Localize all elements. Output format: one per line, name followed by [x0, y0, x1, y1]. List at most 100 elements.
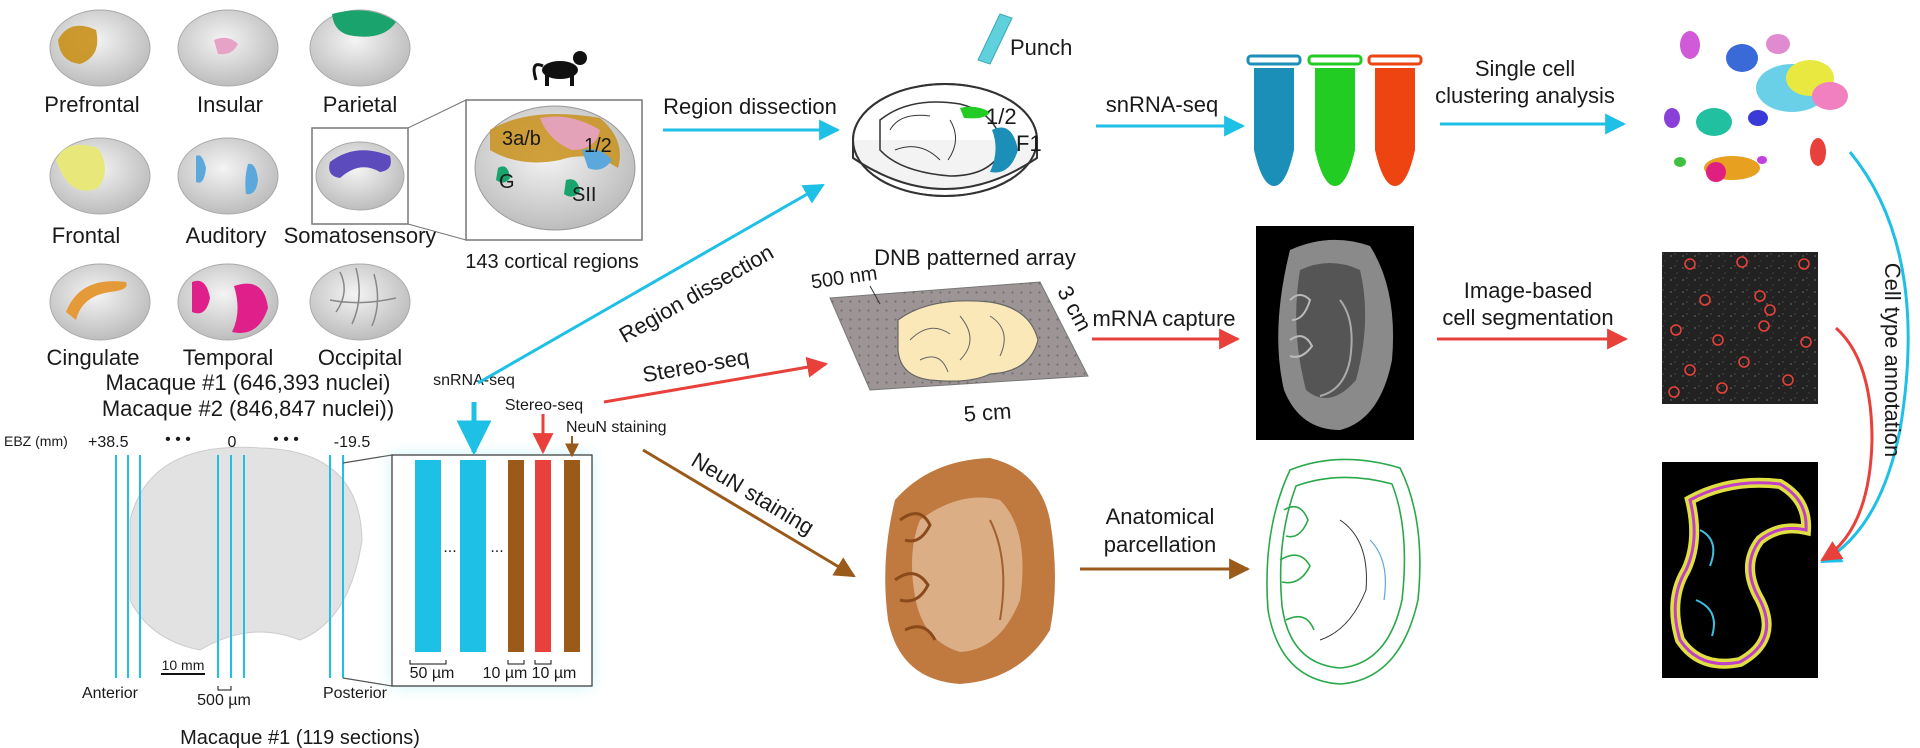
region-highlight: [232, 283, 268, 333]
arrow-cell-type-red: [1820, 326, 1874, 562]
label-single-cell-1: Single cell: [1475, 56, 1575, 81]
section-stack: ... ... 50 µm 10 µm 10 µm snRNA-seq Ster…: [391, 372, 667, 687]
label-anatomical-1: Anatomical: [1106, 504, 1215, 529]
region-highlight: [214, 37, 238, 55]
brain-icon-auditory: [177, 137, 279, 215]
brain-icon-occipital: [309, 263, 411, 341]
brain-label-temporal: Temporal: [183, 345, 273, 370]
region-patch-sii: [564, 179, 580, 197]
array-title: DNB patterned array: [874, 245, 1076, 270]
array-tissue: [897, 300, 1039, 382]
slab-snrna-1: [415, 460, 441, 652]
dish-label-f1: F1: [1016, 131, 1042, 156]
region-label-sii: SII: [572, 184, 596, 206]
region-patch-blue: [582, 149, 612, 170]
label-neun-staining: NeuN staining: [687, 447, 818, 540]
selection-frame: [311, 127, 409, 225]
umap-clusters: [1664, 31, 1848, 182]
stack-ellipsis-1: ...: [443, 539, 456, 556]
punch-label: Punch: [1010, 35, 1072, 60]
label-cell-type: Cell type annotation: [1880, 263, 1905, 457]
brain-label-somatosensory: Somatosensory: [284, 223, 437, 248]
stack-label-neun: NeuN staining: [566, 419, 667, 436]
spacing-bracket: [217, 686, 232, 691]
parcellation-image: [1266, 458, 1421, 685]
width-bracket-2: [507, 660, 525, 665]
section-lines: [115, 455, 344, 678]
brain-label-insular: Insular: [197, 92, 263, 117]
brain-icon-somatosensory: [311, 127, 409, 225]
width-label-10b: 10 µm: [532, 665, 577, 682]
dissected-region-blue: [990, 127, 1018, 173]
spacing-label: 500 µm: [197, 692, 251, 709]
ebz-tick-zero: 0: [228, 434, 237, 451]
label-image-seg-1: Image-based: [1464, 278, 1592, 303]
stack-connector: [342, 454, 393, 687]
array-width-label: 5 cm: [963, 398, 1012, 426]
brain-icon-prefrontal: [49, 9, 151, 87]
zoom-connector: [407, 99, 467, 241]
annotation-image: [1662, 462, 1818, 678]
section-schematic: EBZ (mm) +38.5 • • • 0 • • • -19.5 10 mm…: [4, 431, 420, 748]
brain-label-auditory: Auditory: [186, 223, 267, 248]
slab-neun-1: [508, 460, 524, 652]
side-brain-silhouette: [129, 446, 363, 651]
segmented-cells: [1668, 256, 1812, 398]
region-highlight: [329, 150, 391, 178]
width-label-10a: 10 µm: [483, 665, 528, 682]
width-bracket-1: [409, 660, 447, 665]
ebz-tick-anterior: +38.5: [88, 434, 129, 451]
tube-1: [1246, 54, 1302, 186]
regions-zoom-panel: 3a/b 1/2 G SII 143 cortical regions: [465, 99, 643, 273]
cortical-regions-caption: 143 cortical regions: [465, 251, 638, 273]
slab-stereo: [535, 460, 551, 652]
width-bracket-3: [534, 660, 552, 665]
brain-icon-parietal: [309, 9, 411, 87]
brain-icon-grid: Prefrontal Insular Parietal Frontal Audi…: [44, 9, 437, 370]
brain-label-cingulate: Cingulate: [47, 345, 140, 370]
label-single-cell-2: clustering analysis: [1435, 83, 1615, 108]
macaque-icon: [532, 51, 587, 86]
sections-caption: Macaque #1 (119 sections): [180, 727, 420, 748]
sample-tubes: [1246, 54, 1423, 186]
region-label-12: 1/2: [584, 135, 612, 157]
tube-3: [1367, 54, 1423, 186]
brain-icon-temporal: [177, 263, 279, 341]
brain-label-frontal: Frontal: [52, 223, 120, 248]
stack-ellipsis-2: ...: [490, 539, 503, 556]
region-outline: [329, 267, 397, 327]
segmentation-image: [1662, 252, 1818, 404]
slab-snrna-2: [460, 460, 486, 652]
scale-bar-label: 10 mm: [162, 657, 205, 673]
dish-label-12: 1/2: [986, 104, 1017, 129]
tube-2: [1307, 54, 1363, 186]
region-highlight: [58, 25, 98, 64]
region-highlight: [245, 163, 258, 195]
zoom-frame: [465, 99, 643, 241]
region-highlight: [192, 280, 210, 314]
region-highlight: [56, 144, 105, 191]
label-region-dissection-diag: Region dissection: [615, 239, 778, 347]
ebz-dots-left: • • •: [165, 431, 191, 448]
stack-label-stereo: Stereo-seq: [505, 397, 583, 414]
region-highlight: [66, 281, 127, 320]
brain-label-occipital: Occipital: [318, 345, 402, 370]
stack-label-snrna: snRNA-seq: [433, 372, 515, 389]
brain-icon-insular: [177, 9, 279, 87]
brain-icon-frontal: [49, 137, 151, 215]
neun-section-image: [885, 458, 1055, 684]
arrow-cell-type-cyan: [1820, 151, 1910, 564]
label-anatomical-2: parcellation: [1104, 532, 1217, 557]
label-region-dissection-top: Region dissection: [663, 94, 837, 119]
ebz-label: EBZ (mm): [4, 433, 68, 449]
region-label-g: G: [499, 171, 515, 193]
dnb-array: DNB patterned array 500 nm 3 cm 5 cm: [810, 245, 1097, 427]
width-label-50: 50 µm: [410, 665, 455, 682]
arrow-region-dissection-diag: [477, 183, 825, 385]
macaque2-count: Macaque #2 (846,847 nuclei)): [102, 396, 394, 421]
brain-icon-cingulate: [49, 263, 151, 341]
posterior-label: Posterior: [323, 685, 388, 702]
slab-neun-2: [564, 460, 580, 652]
ebz-tick-posterior: -19.5: [334, 434, 371, 451]
